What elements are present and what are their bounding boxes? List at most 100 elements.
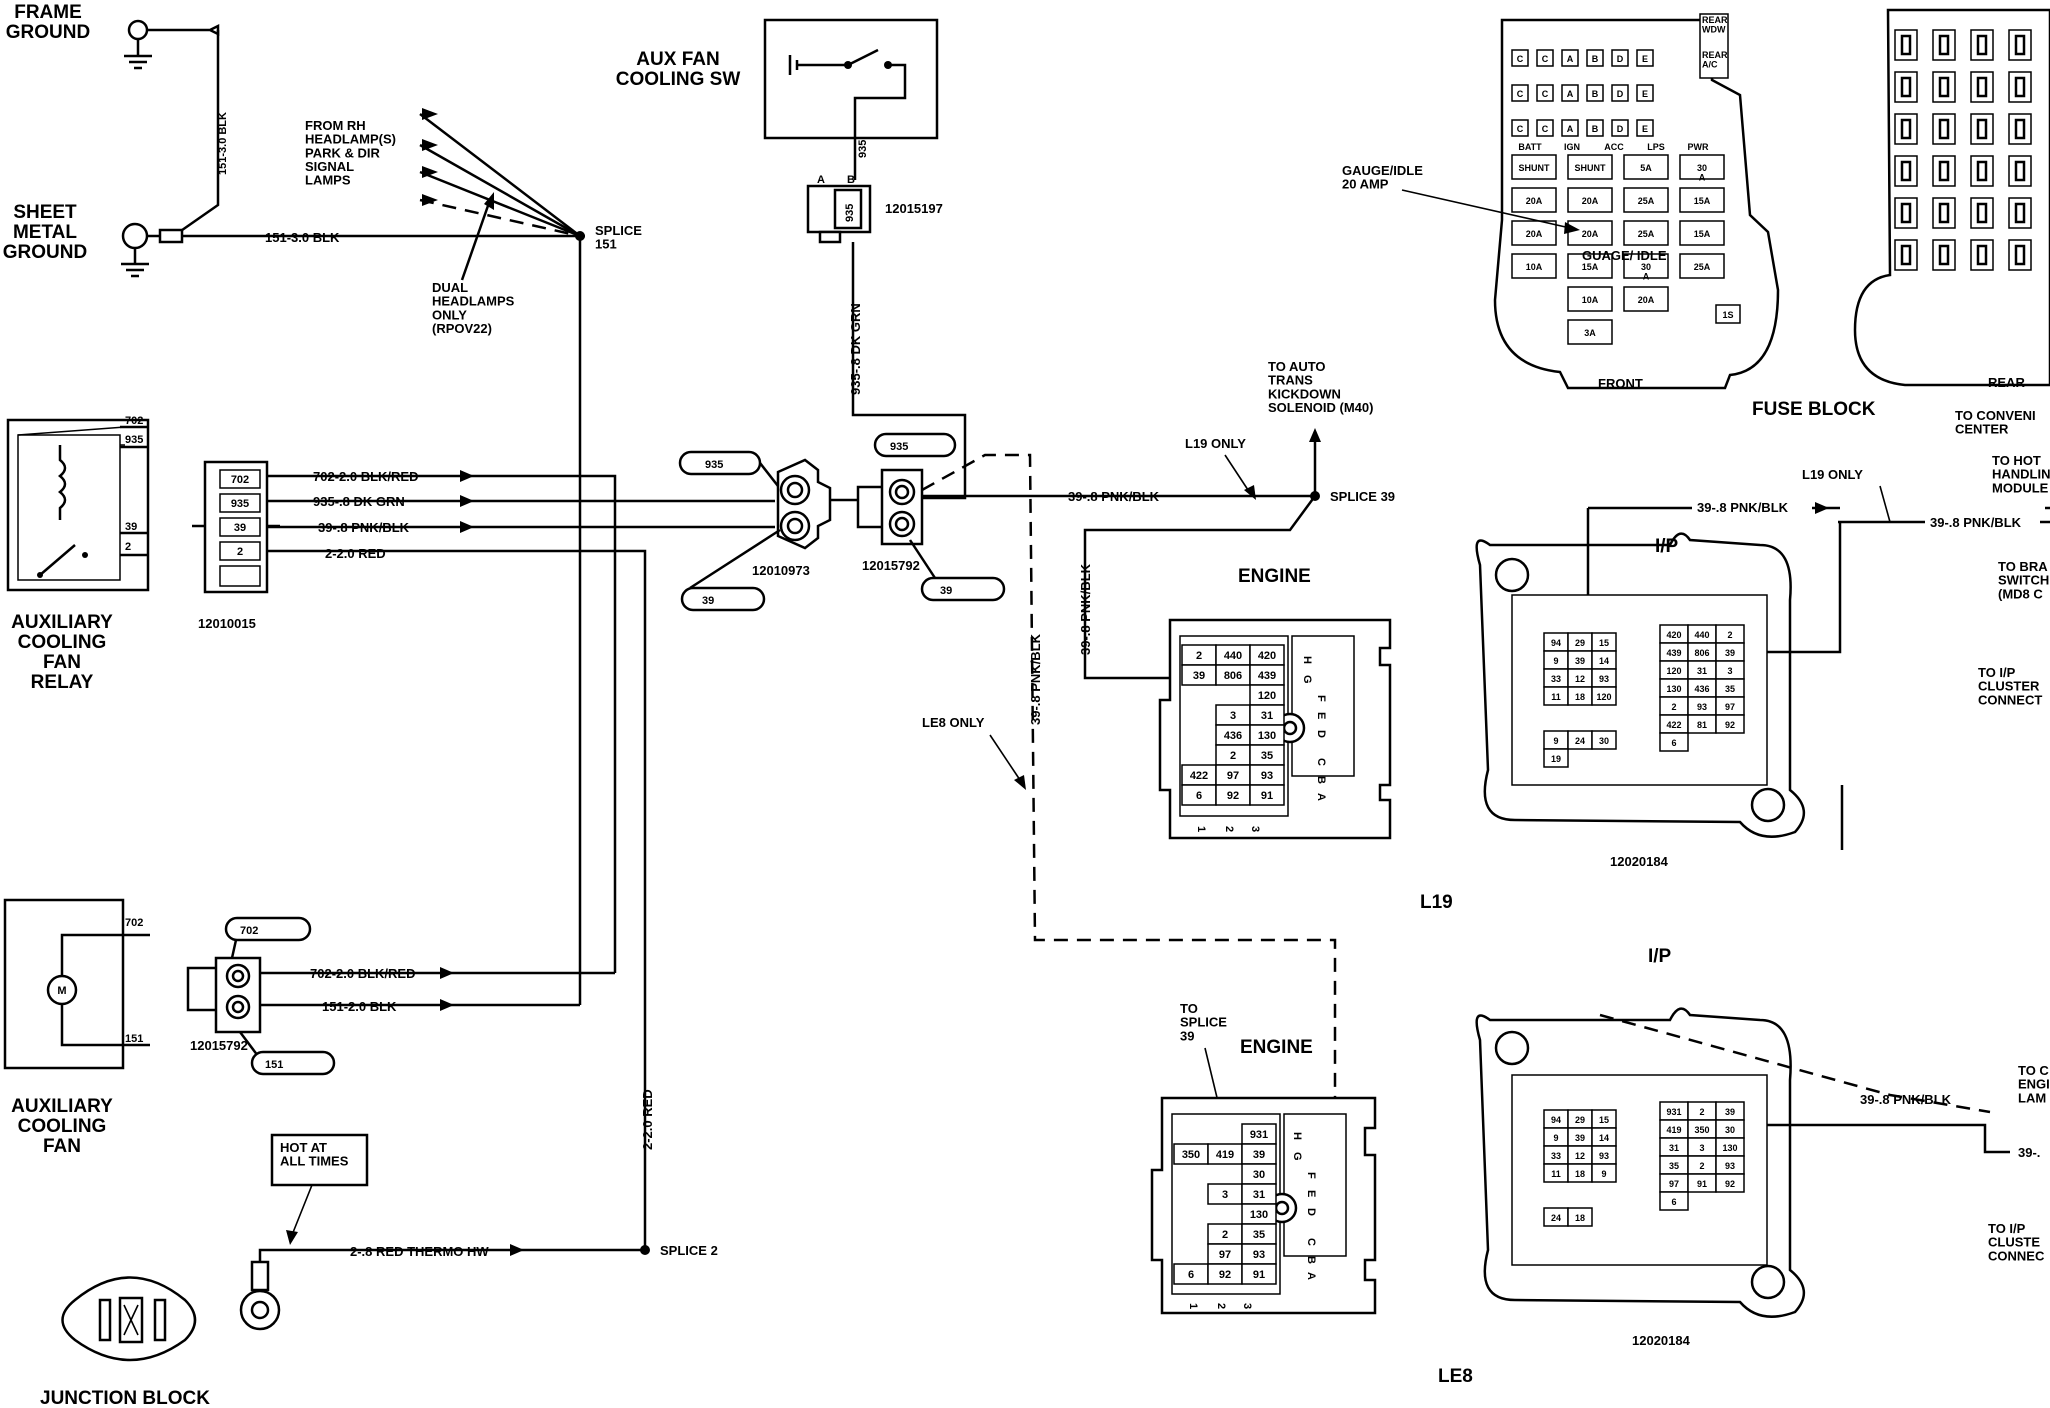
ip-cavity <box>1591 686 1617 706</box>
fan-connector-part: 12015792 <box>190 1038 248 1053</box>
fuse <box>1679 154 1725 180</box>
fuse-letter-box <box>1586 84 1604 102</box>
fuse-label: 5A <box>1640 163 1652 173</box>
fuse-front-label: FRONT <box>1598 376 1643 391</box>
fuse-letter-box <box>1561 49 1579 67</box>
inline-connector-part: 12010973 <box>752 563 810 578</box>
inline-connector-12010973: 935 39 12010973 <box>678 450 858 612</box>
ip-cavity-label: 93 <box>1697 702 1707 712</box>
fuse-letter: A <box>1567 54 1574 64</box>
fuse <box>1623 187 1669 213</box>
rear-fuse-blade <box>2014 244 2026 266</box>
rear-fuse-blade <box>1976 244 1988 266</box>
relay-connector-part: 12010015 <box>198 616 256 631</box>
ip-cavity <box>1591 730 1617 750</box>
ip-bottom-variant: LE8 <box>1438 1366 1473 1387</box>
fuse <box>1511 187 1557 213</box>
engine-top-letter-f: F <box>1315 695 1327 702</box>
fuse-label: 15A <box>1582 262 1599 272</box>
fuse <box>1511 220 1557 246</box>
ip-cavity-label: 39 <box>1575 1133 1585 1143</box>
ip-cavity-label: 9 <box>1601 1169 1606 1179</box>
ip-cavity <box>1715 1173 1745 1193</box>
switch-connector-12015792: 935 39 12015792 39-.8 PNK/BLK <box>856 432 1337 1122</box>
aux-fan-connector-code: 935 <box>844 204 856 222</box>
ip-top-part: 12020184 <box>1610 854 1669 869</box>
ip-cavity-label: 2 <box>1699 1107 1704 1117</box>
ip-cavity-label: 91 <box>1697 1179 1707 1189</box>
ip-cavity-label: 19 <box>1551 754 1561 764</box>
fuse <box>1679 220 1725 246</box>
engine-top-num-3: 3 <box>1249 826 1261 832</box>
ip-cavity-label: 436 <box>1694 684 1709 694</box>
rear-fuse-blade <box>1900 244 1912 266</box>
relay-wire-2: 2-2.0 RED <box>325 546 386 561</box>
engine-cavity-label: 93 <box>1253 1249 1265 1261</box>
fuse <box>1623 154 1669 180</box>
relay-wire-935: 935-.8 DK GRN <box>313 494 405 509</box>
ip-cavity-label: 94 <box>1551 638 1561 648</box>
ip-cavity <box>1715 714 1745 734</box>
rear-fuse-blade <box>1976 76 1988 98</box>
fuse-letter: C <box>1517 124 1524 134</box>
fuse-letter-box <box>1611 84 1629 102</box>
ip-cavity-label: 39 <box>1725 648 1735 658</box>
fuse <box>1623 220 1669 246</box>
ip-cavity-label: 120 <box>1666 666 1681 676</box>
fuse-letter: C <box>1517 89 1524 99</box>
ip-cavity-label: 439 <box>1666 648 1681 658</box>
engine-bottom-title: ENGINE <box>1240 1037 1313 1058</box>
ip-cavity-label: 9 <box>1553 736 1558 746</box>
engine-cavity-label: 92 <box>1227 790 1239 802</box>
switch-connector-part: 12015792 <box>862 558 920 573</box>
engine-bottom-letter-f: F <box>1305 1172 1317 1179</box>
ip-cavity-label: 24 <box>1551 1213 1561 1223</box>
rear-fuse-blade <box>1976 34 1988 56</box>
aux-fan-switch-wire: 935 <box>857 140 869 158</box>
rear-fuse-blade <box>1900 118 1912 140</box>
engine-top-title: ENGINE <box>1238 566 1311 587</box>
fuse-letter: E <box>1642 89 1648 99</box>
junction-block-title: JUNCTION BLOCK <box>40 1388 210 1408</box>
ip-cavity-label: 18 <box>1575 692 1585 702</box>
engine-top-letter-e: E <box>1315 712 1327 719</box>
engine-bottom-num-1: 1 <box>1187 1303 1199 1309</box>
engine-bottom-letter-g: G <box>1291 1152 1303 1161</box>
fan-tag-top: 702 <box>240 925 258 937</box>
engine-cavity-label: 92 <box>1219 1269 1231 1281</box>
fuse <box>1679 253 1725 279</box>
engine-bottom-letter-b: B <box>1305 1256 1317 1264</box>
fan-wire-151: 151-2.0 BLK <box>322 999 397 1014</box>
ip-cavity-label: 130 <box>1722 1143 1737 1153</box>
ip-cavity-label: 81 <box>1697 720 1707 730</box>
ip-cavity-label: 2 <box>1699 1161 1704 1171</box>
ip-cavity-label: 33 <box>1551 674 1561 684</box>
rear-fuse-blade <box>1976 160 1988 182</box>
ip-cavity-label: 94 <box>1551 1115 1561 1125</box>
rear-fuse-blade <box>2014 118 2026 140</box>
engine-cavity-label: 3 <box>1222 1189 1228 1201</box>
ip-cavity-label: 30 <box>1725 1125 1735 1135</box>
switch-connector-wire: 39-.8 PNK/BLK <box>1068 489 1160 504</box>
ip-cavity <box>1543 748 1569 768</box>
ip-top-wire-2: 39-.8 PNK/BLK <box>1930 515 2022 530</box>
ip-cavity-label: 15 <box>1599 638 1609 648</box>
fuse <box>1567 319 1613 345</box>
ip-cavity-label: 93 <box>1599 674 1609 684</box>
fuse-label: 10A <box>1526 262 1543 272</box>
ip-cavity-label: 97 <box>1669 1179 1679 1189</box>
fuse-letter: B <box>1592 54 1599 64</box>
engine-bottom-letter-d: D <box>1305 1208 1317 1216</box>
fuse-label: 20A <box>1526 229 1543 239</box>
engine-cavity-label: 97 <box>1227 770 1239 782</box>
ip-cavity-label: 9 <box>1553 1133 1558 1143</box>
engine-cavity <box>1241 1263 1277 1285</box>
